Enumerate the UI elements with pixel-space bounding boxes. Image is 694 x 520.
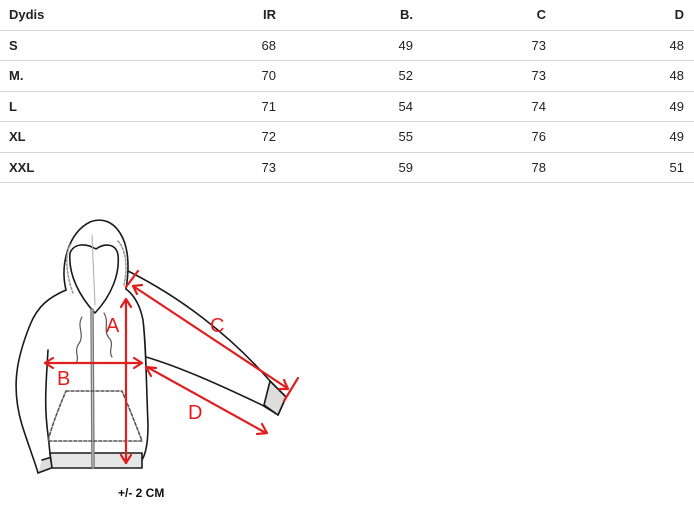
table-row: XL 72 55 76 49	[0, 121, 694, 153]
cell-c: 78	[413, 152, 546, 183]
cell-b: 54	[276, 91, 413, 122]
cell-size: XL	[0, 121, 179, 153]
header-size: Dydis	[0, 0, 179, 31]
table-row: XXL 73 59 78 51	[0, 152, 694, 183]
table-row: S 68 49 73 48	[0, 30, 694, 61]
hoodie-measurement-diagram: A B C D	[0, 205, 320, 515]
header-a: IR	[179, 0, 276, 31]
label-b: B	[57, 368, 70, 390]
cell-size: XXL	[0, 152, 179, 183]
cell-a: 72	[179, 121, 276, 153]
cell-a: 68	[179, 30, 276, 61]
cell-a: 73	[179, 152, 276, 183]
cell-b: 52	[276, 60, 413, 92]
cell-size: M.	[0, 60, 179, 92]
cell-b: 55	[276, 121, 413, 153]
table-row: L 71 54 74 49	[0, 91, 694, 122]
cell-d: 48	[546, 60, 694, 92]
cell-a: 71	[179, 91, 276, 122]
cell-a: 70	[179, 60, 276, 92]
cell-b: 59	[276, 152, 413, 183]
header-d: D	[546, 0, 694, 31]
table-row: M. 70 52 73 48	[0, 60, 694, 92]
cell-d: 51	[546, 152, 694, 183]
cell-d: 48	[546, 30, 694, 61]
tolerance-note: +/- 2 CM	[118, 486, 165, 500]
cell-c: 73	[413, 60, 546, 92]
cell-d: 49	[546, 91, 694, 122]
label-d: D	[188, 402, 202, 424]
cell-size: S	[0, 30, 179, 61]
header-c: C	[413, 0, 546, 31]
cell-b: 49	[276, 30, 413, 61]
label-a: A	[106, 315, 120, 337]
hoodie-illustration: A B C D	[15, 219, 300, 474]
cell-d: 49	[546, 121, 694, 153]
cell-c: 74	[413, 91, 546, 122]
cell-c: 73	[413, 30, 546, 61]
header-b: B.	[276, 0, 413, 31]
label-c: C	[210, 315, 224, 337]
table-header-row: Dydis IR B. C D	[0, 0, 694, 31]
cell-c: 76	[413, 121, 546, 153]
cell-size: L	[0, 91, 179, 122]
size-chart-table: Dydis IR B. C D S 68 49 73 48 M. 70 52 7…	[0, 0, 694, 183]
